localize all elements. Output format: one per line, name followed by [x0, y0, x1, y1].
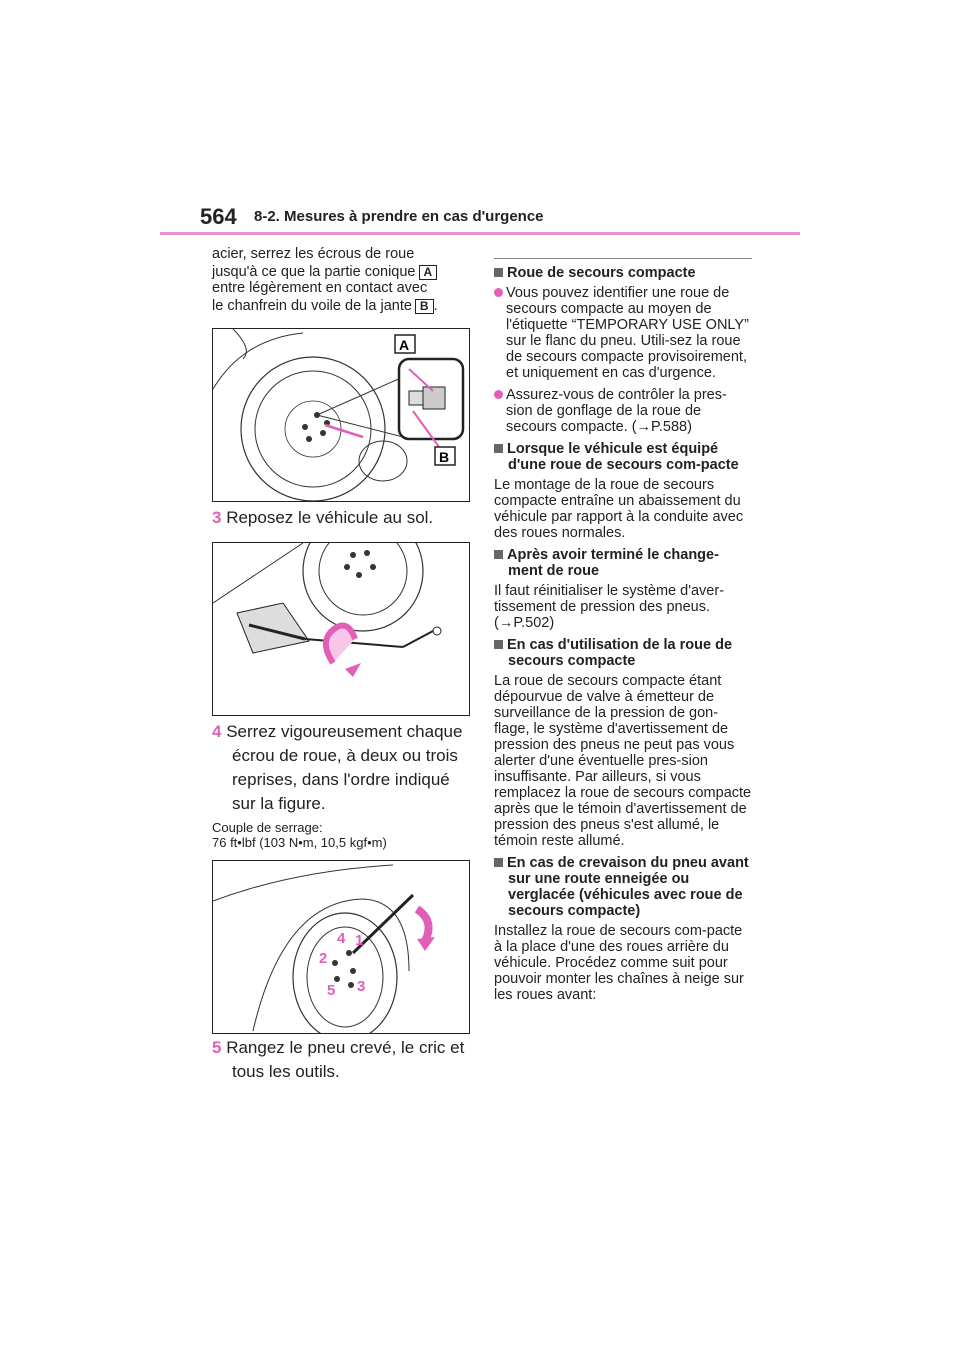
- right-column: Roue de secours compacte Vous pouvez ide…: [494, 258, 752, 1009]
- paragraph-no-valve: La roue de secours compacte étant dépour…: [494, 673, 752, 849]
- figure-tightening-order: 1 2 3 4 5: [212, 860, 470, 1042]
- order-number-1: 1: [355, 932, 363, 949]
- step-4-text: Serrez vigoureusement chaque écrou de ro…: [226, 722, 463, 813]
- square-bullet-icon: [494, 268, 503, 277]
- jack-lowering-illustration: [212, 510, 442, 677]
- page-number: 564: [200, 204, 237, 229]
- intro-line-1: acier, serrez les écrous de roue: [212, 246, 415, 262]
- label-b-box: B: [414, 299, 434, 314]
- step-3: 3 Reposez le véhicule au sol.: [212, 506, 474, 530]
- fig1-label-a: A: [399, 337, 409, 353]
- right-divider: [494, 258, 752, 259]
- torque-label: Couple de serrage:: [212, 820, 323, 835]
- tightening-order-illustration: 1 2 3 4 5: [212, 864, 435, 1042]
- fig1-label-b: B: [439, 449, 449, 465]
- step-3-number: 3: [212, 508, 222, 527]
- order-number-2: 2: [319, 950, 327, 967]
- wheel-nut-illustration: A B: [212, 328, 465, 502]
- step-4: 4 Serrez vigoureusement chaque écrou de …: [212, 720, 474, 816]
- circle-bullet-icon: [494, 288, 503, 297]
- header-rule: [160, 232, 800, 235]
- step-3-text: Reposez le véhicule au sol.: [226, 508, 434, 527]
- order-number-4: 4: [337, 930, 346, 947]
- bullet-identify-spare: Vous pouvez identifier une roue de secou…: [494, 285, 752, 381]
- section-title: 8-2. Mesures à prendre en cas d'urgence: [254, 208, 544, 225]
- paragraph-install-rear: Installez la roue de secours com-pacte à…: [494, 923, 744, 1003]
- figure-lower-vehicle: [212, 510, 470, 716]
- heading-equipped-spare: Lorsque le véhicule est équipé d'une rou…: [494, 441, 752, 473]
- square-bullet-icon: [494, 858, 503, 867]
- figure-wheel-nut-detail: A B: [212, 328, 470, 502]
- step-5-text: Rangez le pneu crevé, le cric et tous le…: [226, 1038, 465, 1081]
- intro-line-3: entre légèrement en contact avec: [212, 280, 428, 296]
- square-bullet-icon: [494, 444, 503, 453]
- heading-after-change: Après avoir terminé le change-ment de ro…: [494, 547, 752, 579]
- square-bullet-icon: [494, 550, 503, 559]
- paragraph-lowering: Le montage de la roue de secours compact…: [494, 477, 744, 541]
- intro-paragraph: acier, serrez les écrous de roue jusqu'à…: [212, 246, 474, 314]
- step-5-number: 5: [212, 1038, 222, 1057]
- torque-spec: Couple de serrage: 76 ft•lbf (103 N•m, 1…: [212, 820, 474, 850]
- square-bullet-icon: [494, 640, 503, 649]
- label-a-box: A: [418, 265, 438, 280]
- heading-using-spare: En cas d'utilisation de la roue de secou…: [494, 637, 752, 669]
- torque-value: 76 ft•lbf (103 N•m, 10,5 kgf•m): [212, 835, 387, 850]
- heading-compact-spare: Roue de secours compacte: [494, 265, 752, 281]
- order-number-3: 3: [357, 978, 365, 995]
- order-number-5: 5: [327, 982, 335, 999]
- heading-snowy-road: En cas de crevaison du pneu avant sur un…: [494, 855, 752, 919]
- circle-bullet-icon: [494, 390, 503, 399]
- step-4-number: 4: [212, 722, 222, 741]
- bullet-check-pressure: Assurez-vous de contrôler la pres-sion d…: [494, 387, 752, 435]
- paragraph-reset-system: Il faut réinitialiser le système d'aver-…: [494, 583, 725, 631]
- step-5: 5 Rangez le pneu crevé, le cric et tous …: [212, 1036, 474, 1084]
